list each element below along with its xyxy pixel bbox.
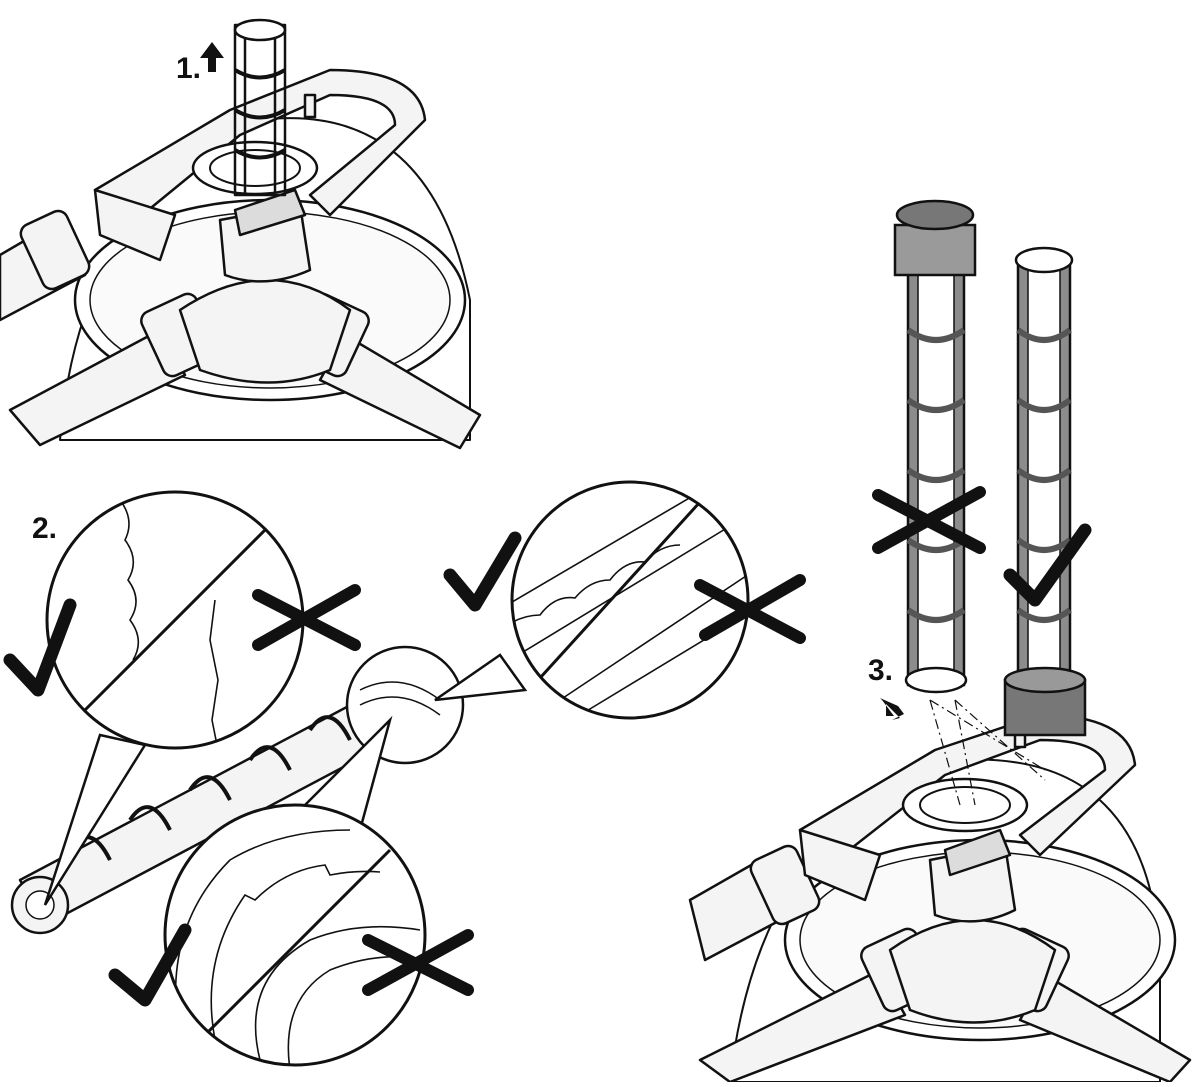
magnifier-bottom — [163, 803, 427, 1067]
cross-mark-icon — [362, 929, 474, 996]
callout-pointers — [43, 653, 528, 906]
check-mark-icon — [108, 923, 192, 1007]
arrow-down-icon — [880, 698, 904, 720]
cross-mark-icon — [252, 584, 361, 651]
step-1-label: 1. — [176, 52, 202, 85]
step-2-label: 2. — [32, 512, 58, 545]
diffuser-wrong-orientation — [893, 199, 977, 694]
check-mark-icon — [443, 531, 522, 612]
step3-filter-illustration — [688, 713, 1192, 1084]
check-mark-icon — [3, 598, 77, 697]
magnifier-top — [510, 480, 750, 720]
insertion-guides — [929, 699, 1046, 806]
step-3-label: 3. — [868, 654, 894, 687]
magnifier-left — [45, 490, 305, 750]
cross-mark-icon — [694, 574, 806, 644]
arrow-up-icon — [200, 42, 224, 72]
check-mark-icon — [1003, 523, 1092, 607]
diffuser-correct-orientation — [1003, 246, 1087, 737]
step1-filter-illustration — [0, 18, 482, 450]
cross-mark-icon — [872, 486, 986, 554]
